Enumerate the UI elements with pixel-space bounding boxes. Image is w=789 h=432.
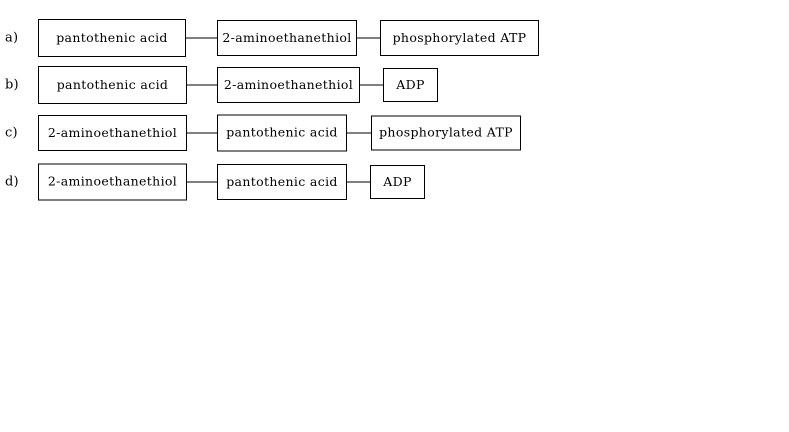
node-label: 2-aminoethanethiol [47,173,178,189]
node-box[interactable]: phosphorylated ATP [380,20,539,56]
connector-line [357,37,380,39]
connector-line [360,84,383,86]
node-label: 2-aminoethanethiol [222,29,352,45]
node-box[interactable]: ADP [370,165,425,199]
connector-line [347,132,371,134]
node-label: 2-aminoethanethiol [47,124,178,140]
node-box[interactable]: pantothenic acid [217,164,347,200]
node-label: phosphorylated ATP [379,124,513,140]
connector-line [187,181,217,183]
node-label: pantothenic acid [56,29,168,45]
node-label: pantothenic acid [226,173,338,189]
option-letter-label: b) [5,77,19,93]
node-box[interactable]: pantothenic acid [217,114,347,152]
node-box[interactable]: pantothenic acid [38,66,187,104]
node-box[interactable]: 2-aminoethanethiol [38,115,187,151]
node-box[interactable]: 2-aminoethanethiol [38,163,187,201]
node-label: 2-aminoethanethiol [223,76,354,92]
option-row-a[interactable]: a) pantothenic acid 2-aminoethanethiol phos… [0,15,789,61]
node-box[interactable]: ADP [383,68,438,102]
connector-line [187,84,217,86]
option-row-d[interactable]: d) 2-aminoethanethiol pantothenic acid ADP [0,159,789,205]
node-label: pantothenic acid [226,124,338,140]
node-label: phosphorylated ATP [392,29,527,45]
connector-line [187,132,217,134]
node-label: ADP [383,173,412,189]
option-letter-label: d) [5,174,19,190]
option-letter-label: a) [5,30,19,46]
node-box[interactable]: 2-aminoethanethiol [217,67,360,103]
node-label: ADP [396,76,425,92]
node-box[interactable]: 2-aminoethanethiol [217,20,357,56]
node-label: pantothenic acid [56,76,169,92]
option-row-c[interactable]: c) 2-aminoethanethiol pantothenic acid phos… [0,110,789,156]
option-row-b[interactable]: b) pantothenic acid 2-aminoethanethiol ADP [0,62,789,108]
connector-line [186,37,217,39]
connector-line [347,181,370,183]
node-box[interactable]: phosphorylated ATP [371,115,521,151]
node-box[interactable]: pantothenic acid [38,19,186,57]
option-letter-label: c) [5,125,18,141]
